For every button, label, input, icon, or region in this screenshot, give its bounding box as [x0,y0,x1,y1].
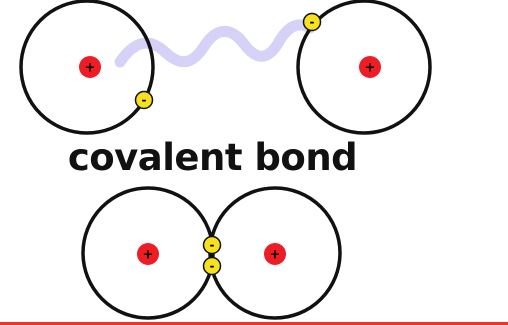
bonded-atoms: + + - - [83,188,340,318]
nucleus-plus-icon: + [270,248,281,263]
electron-minus-icon: - [210,238,215,252]
atom-top-left: + - [21,1,153,133]
electron-minus-icon: - [210,259,215,273]
electron-minus-icon: - [142,93,147,107]
atom-top-right: + - [298,1,430,133]
nucleus-plus-icon: + [143,248,154,263]
caption-title: covalent bond [0,136,425,179]
nucleus-plus-icon: + [365,61,376,76]
electron-minus-icon: - [310,15,315,29]
nucleus-plus-icon: + [85,61,96,76]
